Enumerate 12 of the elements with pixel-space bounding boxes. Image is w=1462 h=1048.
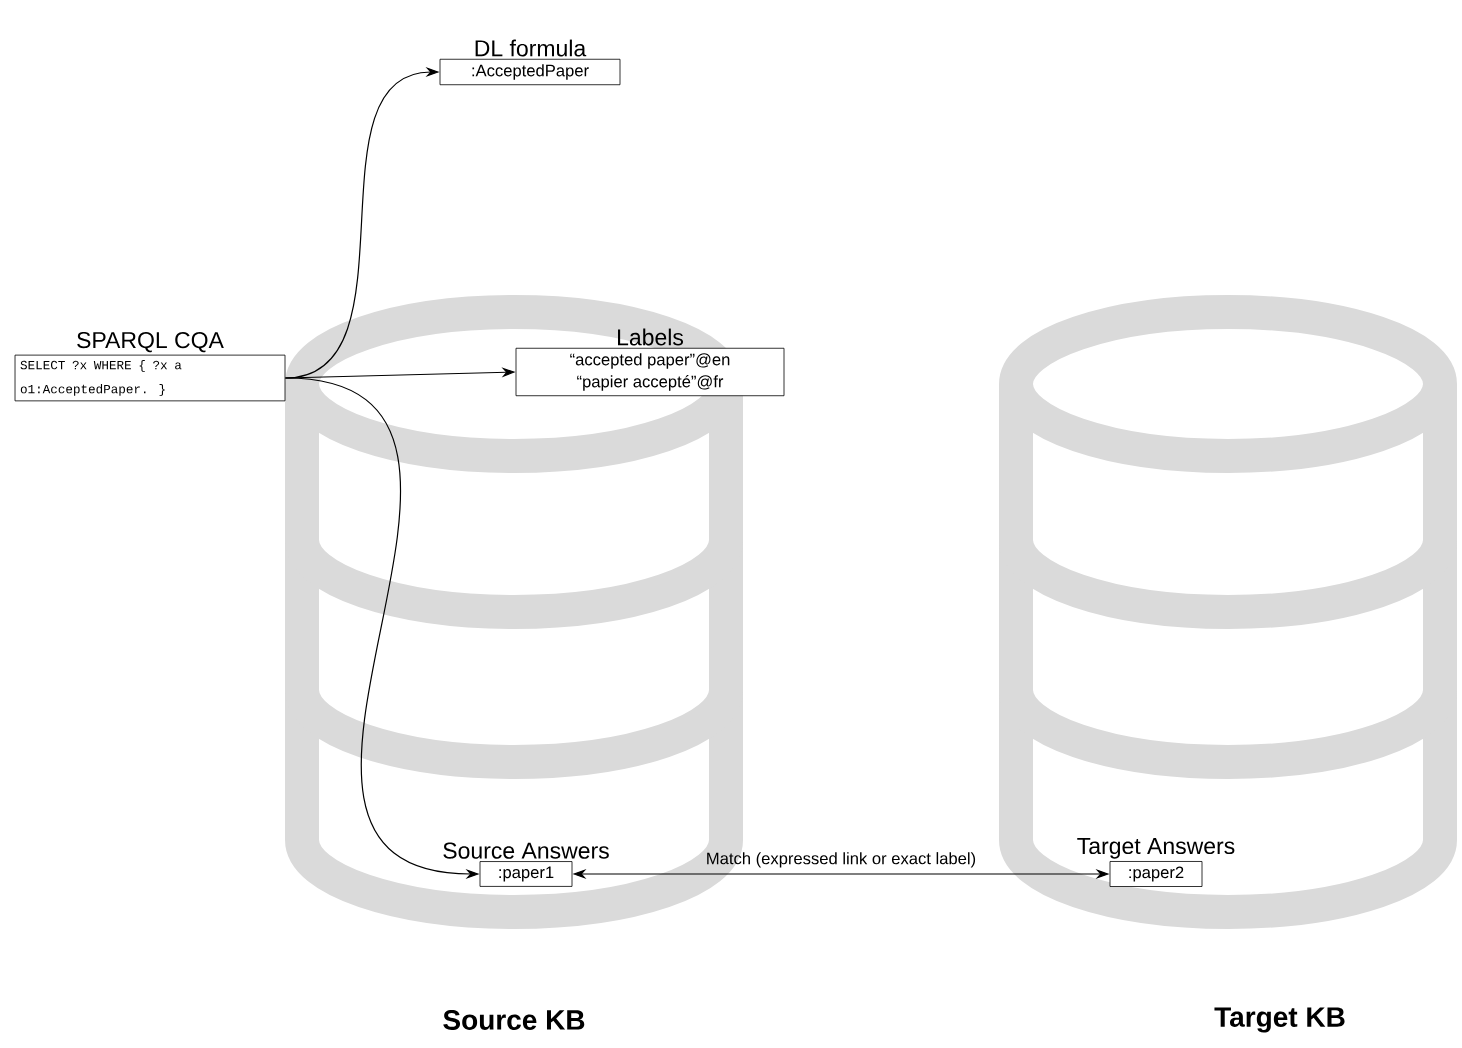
edge-label: Match (expressed link or exact label) <box>707 852 976 868</box>
database-label: Source KB <box>443 1010 585 1030</box>
text-box: :paper2 <box>1109 861 1203 887</box>
box-heading: Source Answers <box>443 842 609 859</box>
box-heading: DL formula <box>475 39 587 57</box>
box-heading: Target Answers <box>1077 838 1235 859</box>
box-heading: Labels <box>618 328 684 346</box>
text-box: :AcceptedPaper <box>439 58 621 86</box>
text-box: :paper1 <box>479 861 573 887</box>
box-heading: SPARQL CQA <box>77 331 224 353</box>
text-box: “accepted paper”@en “papier accepté”@fr <box>515 347 785 397</box>
database-label: Target KB <box>1214 1007 1345 1033</box>
